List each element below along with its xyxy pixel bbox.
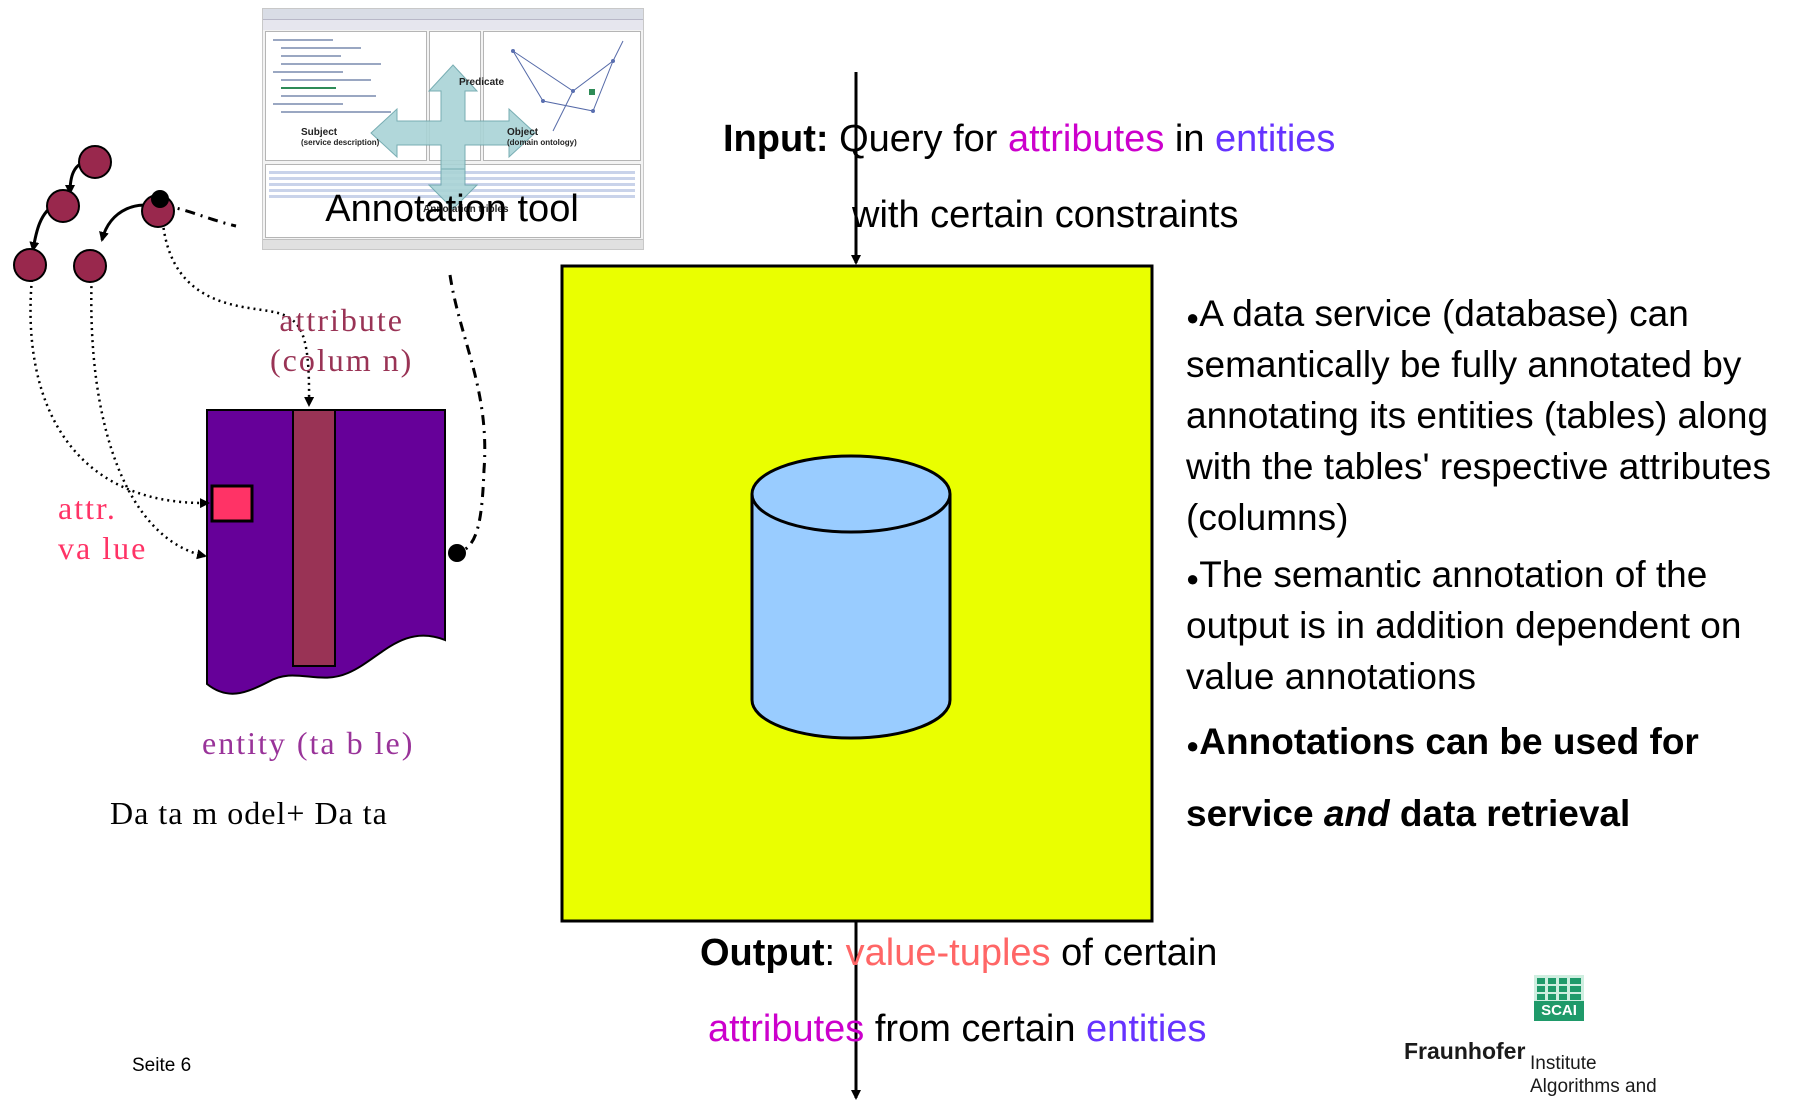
ontology-nodes — [13, 145, 466, 562]
attribute-label: attribute (colum n) — [270, 300, 413, 380]
output-entities: entities — [1086, 1008, 1207, 1050]
input-attributes: attributes — [1008, 118, 1165, 160]
bullet-text-3b: data retrieval — [1389, 793, 1631, 834]
bullet-item: ●A data service (database) can semantica… — [1186, 288, 1796, 543]
screenshot-subject-text: Subject — [301, 127, 338, 138]
screenshot-cross-arrow — [370, 64, 536, 210]
database-cylinder — [750, 454, 952, 740]
screenshot-tree-row — [281, 47, 361, 49]
output-text-line2: attributes from certain entities — [708, 1008, 1206, 1051]
bullet-dot: ● — [1186, 733, 1200, 758]
institute-line1: Institute — [1530, 1053, 1597, 1074]
screenshot-tree-row — [273, 71, 343, 73]
attr-value-label: attr. va lue — [58, 488, 147, 568]
fraunhofer-logo: Fraunhofer — [1404, 1038, 1526, 1064]
attr-value-label-line1: attr. — [58, 490, 117, 526]
input-text: Input: Query for attributes in entities — [723, 118, 1335, 161]
bullet-text-1: A data service (database) can semantical… — [1186, 293, 1771, 538]
attribute-label-line1: attribute — [279, 302, 404, 338]
bullet-dot: ● — [1186, 305, 1200, 330]
screenshot-tree-row — [281, 79, 371, 81]
screenshot-tree-row — [281, 55, 341, 57]
ontology-node — [73, 249, 107, 283]
annotation-tool-caption: Annotation tool — [325, 188, 579, 230]
annotation-links — [29, 209, 315, 560]
input-text-b: in — [1164, 118, 1216, 160]
bullet-text-2: The semantic annotation of the output is… — [1186, 554, 1742, 697]
screenshot-graph — [511, 40, 624, 132]
output-colon: : — [824, 932, 846, 974]
bullet-text-3a: Annotations can be used for service — [1186, 721, 1699, 834]
small-black-node — [151, 190, 169, 208]
screenshot-toolbar — [263, 20, 643, 30]
ontology-node — [13, 248, 47, 282]
screenshot-tree-row — [281, 87, 336, 89]
attr-value-cell — [210, 484, 254, 523]
screenshot-tree-row — [281, 95, 376, 97]
screenshot-tree-row — [273, 39, 333, 41]
screenshot-graph-node — [611, 59, 615, 63]
data-model-caption: Da ta m odel+ Da ta — [110, 795, 388, 831]
bullet-text-3em: and — [1323, 793, 1390, 834]
screenshot-object-label: Object (domain ontology) — [507, 127, 577, 147]
institute-name: Institute Algorithms and — [1530, 1052, 1657, 1098]
ontology-node — [46, 189, 80, 223]
bullet-item: ●Annotations can be used for service and… — [1186, 706, 1796, 850]
screenshot-tree-row — [273, 103, 343, 105]
screenshot-object-text: Object — [507, 127, 539, 138]
attribute-label-line2: (colum n) — [270, 342, 414, 378]
small-black-node — [448, 544, 466, 562]
ontology-node — [78, 145, 112, 179]
screenshot-subject-sub: (service description) — [301, 138, 380, 147]
output-text: Output: value-tuples of certain — [700, 932, 1217, 975]
screenshot-graph-selected-node — [589, 89, 595, 95]
bullet-item: ●The semantic annotation of the output i… — [1186, 549, 1796, 702]
scai-badge: SCAI — [1534, 1001, 1584, 1021]
institute-line2: Algorithms and — [1530, 1076, 1657, 1097]
annotation-tool-screenshot: Predicate Subject (service description) … — [262, 8, 644, 250]
page-number: Seite 6 — [132, 1055, 192, 1076]
screenshot-object-sub: (domain ontology) — [507, 138, 577, 147]
screenshot-tree-row — [281, 111, 391, 113]
input-text-a: Query for — [828, 118, 1009, 160]
screenshot-tree-row — [281, 63, 381, 65]
output-value-tuples: value-tuples — [845, 932, 1051, 974]
attribute-column — [292, 409, 336, 667]
input-constraints: with certain constraints — [852, 194, 1239, 236]
input-entities: entities — [1215, 118, 1336, 160]
bullet-list: ●A data service (database) can semantica… — [1186, 288, 1796, 850]
output-text-a: of certain — [1050, 932, 1218, 974]
screenshot-graph-node — [571, 89, 575, 93]
screenshot-statusbar — [263, 239, 643, 249]
screenshot-triples-label: Annotation triples — [423, 204, 509, 215]
scai-logo-grid — [1534, 975, 1584, 1001]
attr-value-label-line2: va lue — [58, 530, 148, 566]
screenshot-graph-node — [511, 49, 515, 53]
screenshot-graph-node — [591, 109, 595, 113]
screenshot-menubar — [263, 9, 643, 20]
output-attributes: attributes — [708, 1008, 865, 1050]
output-text-b: from certain — [864, 1008, 1087, 1050]
screenshot-predicate-label: Predicate — [459, 77, 505, 88]
screenshot-subject-label: Subject (service description) — [301, 127, 379, 147]
input-label: Input: — [723, 118, 829, 160]
output-label: Output — [700, 932, 825, 974]
entity-label: entity (ta b le) — [202, 725, 415, 761]
bullet-dot: ● — [1186, 566, 1200, 591]
screenshot-graph-node — [541, 99, 545, 103]
